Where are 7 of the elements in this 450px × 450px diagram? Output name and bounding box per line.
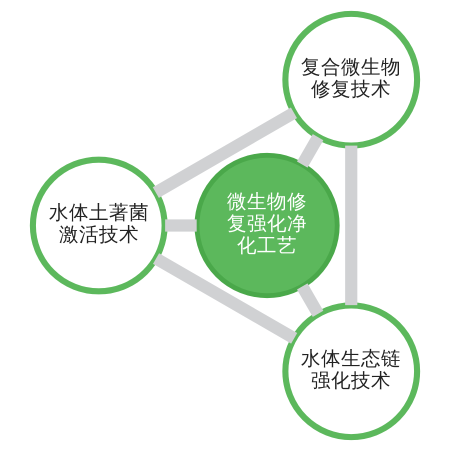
node-circle: 微生物修复强化净化工艺 bbox=[194, 152, 340, 298]
connector bbox=[153, 252, 298, 344]
connector bbox=[345, 145, 358, 305]
node-circle: 水体土著菌激活技术 bbox=[30, 156, 168, 294]
node-circle: 复合微生物修复技术 bbox=[282, 10, 420, 148]
connector bbox=[152, 107, 297, 198]
node-circle: 水体生态链强化技术 bbox=[282, 302, 420, 440]
